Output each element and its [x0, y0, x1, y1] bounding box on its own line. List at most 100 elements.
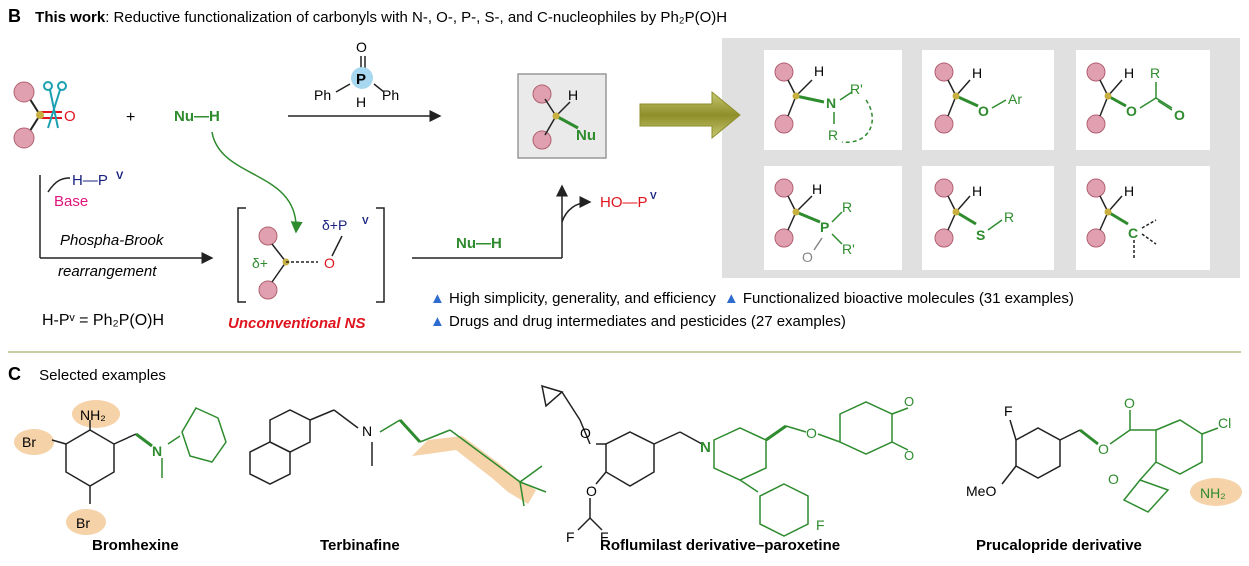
carbonyl-oxygen: O — [64, 108, 76, 125]
svg-text:NH₂: NH₂ — [80, 407, 106, 423]
svg-text:O: O — [806, 425, 817, 441]
svg-text:R: R — [828, 127, 838, 143]
svg-text:Ph: Ph — [314, 87, 331, 103]
svg-text:O: O — [978, 103, 989, 119]
product-tile-thioether: H S R — [922, 166, 1054, 270]
svg-text:S: S — [976, 227, 985, 243]
svg-text:P: P — [820, 219, 829, 235]
svg-text:R: R — [1150, 65, 1160, 81]
scheme-diagram: O + Nu—H O P Ph Ph H H Nu H—P V — [13, 39, 1210, 303]
rearrangement-label: rearrangement — [58, 263, 157, 280]
svg-text:F: F — [566, 529, 575, 545]
svg-text:N: N — [700, 439, 711, 456]
svg-text:O: O — [1124, 395, 1135, 411]
scissors-icon — [47, 89, 61, 129]
selected-examples-label: Selected examples — [39, 367, 166, 384]
reagent-ph2poh: O P Ph Ph H — [314, 39, 399, 110]
svg-text:H: H — [568, 87, 578, 103]
triangle-icon: ▲ — [723, 290, 739, 307]
substituent-circle — [13, 127, 35, 149]
svg-text:H: H — [1124, 183, 1134, 199]
svg-text:F: F — [816, 517, 825, 533]
svg-text:R: R — [1004, 209, 1014, 225]
bromhexine-structure: NH₂ Br Br N — [14, 400, 227, 535]
svg-text:P: P — [356, 71, 366, 88]
svg-text:NH₂: NH₂ — [1200, 485, 1226, 501]
product-box: H Nu — [517, 73, 607, 159]
section-b-subtitle: : Reductive functionalization of carbony… — [105, 9, 728, 26]
svg-text:MeO: MeO — [966, 483, 996, 499]
svg-text:Br: Br — [76, 515, 90, 531]
roflumilast-paroxetine-structure: O O F F N O O O F — [541, 384, 914, 545]
hpv-reagent: H—P — [72, 172, 108, 189]
svg-text:δ+P: δ+P — [322, 217, 347, 233]
svg-text:N: N — [152, 443, 162, 459]
svg-text:R': R' — [842, 241, 855, 257]
svg-text:H: H — [812, 181, 822, 197]
ho-pv-byproduct: HO—P — [600, 194, 648, 211]
svg-text:C: C — [1128, 225, 1138, 241]
terbinafine-structure: N — [249, 409, 547, 507]
svg-text:H: H — [1124, 65, 1134, 81]
svg-text:O: O — [324, 255, 335, 271]
svg-text:Ar: Ar — [1008, 91, 1022, 107]
svg-text:F: F — [1004, 403, 1013, 419]
section-c-letter: C — [8, 364, 21, 384]
section-c-title: C Selected examples — [8, 364, 166, 385]
svg-text:O: O — [356, 39, 367, 55]
svg-text:δ+: δ+ — [252, 255, 268, 271]
svg-text:V: V — [650, 191, 657, 202]
bullet-item: ▲ Drugs and drug intermediates and pesti… — [430, 313, 846, 330]
bullet-item: ▲ Functionalized bioactive molecules (31… — [723, 290, 1074, 307]
compound-name-terbinafine: Terbinafine — [320, 537, 400, 554]
big-arrow-icon — [639, 90, 741, 140]
this-work-label: This work — [35, 9, 106, 26]
product-tile-carbon: H C — [1076, 166, 1210, 270]
bullet-list: ▲ High simplicity, generality, and effic… — [430, 290, 1245, 330]
triangle-icon: ▲ — [430, 290, 445, 307]
hpv-definition: H-Pᵛ = Ph₂P(O)H — [42, 312, 165, 329]
examples-diagram: NH₂ Br Br N N — [14, 384, 1242, 545]
attack-arrow — [211, 131, 303, 234]
svg-text:H: H — [356, 94, 366, 110]
svg-text:O: O — [1098, 441, 1109, 457]
svg-text:Br: Br — [22, 434, 36, 450]
svg-text:N: N — [826, 95, 836, 111]
svg-text:O: O — [580, 425, 591, 441]
base-label: Base — [54, 193, 88, 210]
section-b-letter: B — [8, 6, 21, 26]
nucleophile-nu-h-2: Nu—H — [456, 235, 502, 252]
svg-text:O: O — [586, 483, 597, 499]
svg-text:N: N — [362, 423, 372, 439]
svg-text:Ph: Ph — [382, 87, 399, 103]
svg-text:V: V — [116, 170, 124, 182]
svg-text:O: O — [904, 448, 914, 463]
compound-name-prucalopride: Prucalopride derivative — [976, 537, 1142, 554]
svg-text:H: H — [972, 183, 982, 199]
carbonyl-substrate: O — [13, 81, 76, 149]
svg-text:O: O — [1108, 471, 1119, 487]
svg-text:F: F — [600, 529, 609, 545]
section-divider — [8, 351, 1241, 353]
compound-name-bromhexine: Bromhexine — [92, 537, 179, 554]
svg-text:R: R — [842, 199, 852, 215]
prucalopride-structure: F MeO O O Cl O NH₂ — [966, 395, 1242, 513]
product-tile-phosphine-oxide: H P R R' O — [764, 166, 902, 270]
product-tile-ether: H O Ar — [922, 50, 1054, 150]
svg-text:O: O — [1126, 103, 1137, 119]
svg-text:O: O — [802, 249, 813, 265]
product-tile-amine: H N R' R — [764, 50, 902, 150]
svg-text:O: O — [1174, 107, 1185, 123]
unconventional-ns-label: Unconventional NS — [228, 315, 366, 332]
substituent-circle — [13, 81, 35, 103]
section-b-title: B This work: Reductive functionalization… — [8, 6, 727, 27]
plus-sign: + — [126, 109, 135, 126]
intermediate: δ+ O δ+P V — [237, 207, 385, 303]
svg-text:V: V — [362, 216, 369, 227]
bullet-item: ▲ High simplicity, generality, and effic… — [430, 290, 716, 307]
phospha-brook-label: Phospha-Brook — [60, 232, 165, 249]
triangle-icon: ▲ — [430, 313, 445, 330]
product-tile-ester: H O R O — [1076, 50, 1210, 150]
nucleophile-nu-h: Nu—H — [174, 108, 220, 125]
svg-text:H: H — [972, 65, 982, 81]
